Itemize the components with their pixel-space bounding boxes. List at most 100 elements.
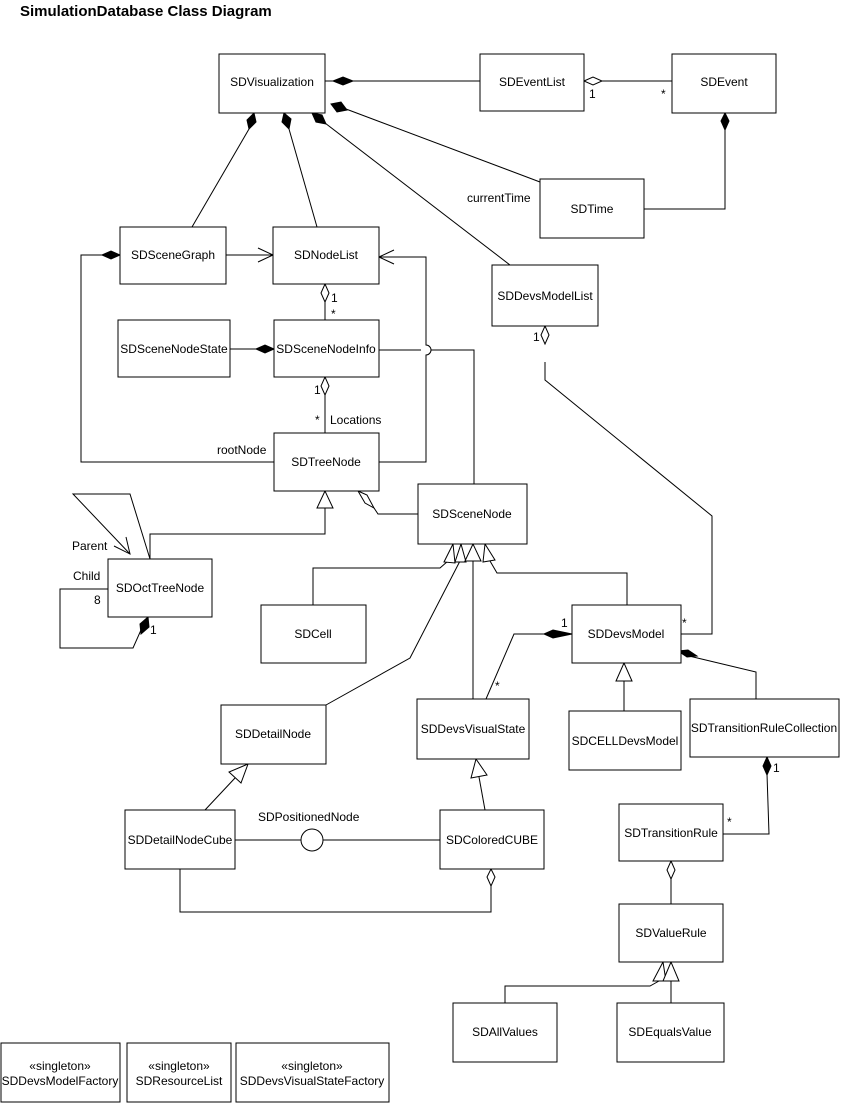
edge-detailnode-scenenode	[325, 560, 461, 706]
class-sdeventlist[interactable]: SDEventList	[479, 53, 585, 112]
class-sdresourcelist[interactable]: «singleton» SDResourceList	[126, 1042, 232, 1103]
aggregation-diamond-icon	[320, 282, 330, 304]
class-sdtime[interactable]: SDTime	[539, 178, 645, 239]
diagram-title: SimulationDatabase Class Diagram	[20, 3, 272, 20]
inheritance-triangle-icon	[482, 542, 496, 563]
multiplicity-label: *	[331, 307, 336, 321]
interface-circle-icon	[300, 828, 324, 852]
inheritance-triangle-icon	[228, 763, 249, 784]
class-name: SDNodeList	[294, 248, 359, 262]
edge-nodeinfo-scenenode	[379, 349, 475, 484]
composition-diamond-icon	[720, 111, 730, 132]
composition-diamond-icon	[139, 615, 150, 636]
inheritance-triangle-icon	[316, 489, 334, 509]
aggregation-diamond-icon	[356, 489, 376, 510]
edge-rulecoll-devsmodel	[688, 655, 757, 699]
class-name: SDEvent	[700, 75, 748, 89]
composition-diamond-icon	[100, 250, 122, 260]
aggregation-diamond-icon	[582, 76, 604, 86]
composition-diamond-icon	[676, 649, 699, 658]
class-name: SDSceneNode	[432, 507, 512, 521]
multiplicity-label: *	[495, 679, 500, 693]
inheritance-triangle-icon	[470, 757, 488, 779]
class-name: SDResourceList	[136, 1074, 223, 1088]
inheritance-triangle-icon	[662, 960, 680, 982]
class-sdtransitionrule[interactable]: SDTransitionRule	[618, 803, 724, 862]
edge-octtree-parent	[71, 493, 151, 560]
composition-diamond-icon	[542, 629, 573, 639]
edge-cell-scenenode	[312, 560, 449, 605]
class-sddetailnodecube[interactable]: SDDetailNodeCube	[124, 809, 236, 870]
class-sdvisualization[interactable]: SDVisualization	[218, 53, 326, 114]
class-sdequalsvalue[interactable]: SDEqualsValue	[616, 1002, 725, 1063]
class-name: SDCELLDevsModel	[572, 734, 679, 748]
edge-event-time	[644, 130, 726, 210]
class-sdtransitionrulecollection[interactable]: SDTransitionRuleCollection	[689, 698, 840, 758]
multiplicity-label: 1	[773, 761, 780, 775]
edge-rulecoll-rule	[723, 773, 770, 835]
interface-label: SDPositionedNode	[258, 810, 360, 824]
composition-diamond-icon	[330, 101, 348, 113]
edge-detailcube-coloredcube	[179, 869, 492, 913]
class-sdscenenodeinfo[interactable]: SDSceneNodeInfo	[273, 319, 380, 378]
class-sddevsmodelfactory[interactable]: «singleton» SDDevsModelFactory	[0, 1042, 121, 1103]
edge-devsmodellist-devsmodel	[544, 362, 713, 635]
class-sddevsvisualstate[interactable]: SDDevsVisualState	[416, 698, 530, 760]
class-name: SDDetailNodeCube	[128, 833, 233, 847]
multiplicity-label: 8	[94, 593, 101, 607]
aggregation-diamond-icon	[486, 867, 496, 888]
class-sdevent[interactable]: SDEvent	[671, 53, 777, 114]
edge-visualstate-devsmodel	[485, 633, 544, 700]
edge-visualization-devsmodellist	[324, 122, 511, 266]
edge-treenode-scenegraph	[80, 254, 274, 463]
inheritance-triangle-icon	[464, 542, 482, 562]
class-sdscenenodestate[interactable]: SDSceneNodeState	[117, 319, 231, 378]
inheritance-triangle-icon	[454, 542, 467, 563]
class-name: SDValueRule	[635, 926, 706, 940]
edge-detailcube-detailnode	[204, 777, 236, 811]
edge-treenode-nodelist	[379, 256, 432, 463]
aggregation-diamond-icon	[540, 324, 550, 346]
class-name: SDDetailNode	[235, 727, 311, 741]
class-sdscenegraph[interactable]: SDSceneGraph	[119, 226, 227, 285]
multiplicity-label: *	[682, 616, 687, 630]
class-name: SDAllValues	[472, 1025, 538, 1039]
class-sdnodelist[interactable]: SDNodeList	[272, 226, 380, 285]
aggregation-diamond-icon	[320, 375, 330, 397]
multiplicity-label: 1	[561, 616, 568, 630]
class-name: SDColoredCUBE	[446, 833, 538, 847]
class-sdocttreenode[interactable]: SDOctTreeNode	[107, 558, 213, 618]
class-name: SDDevsModelList	[497, 289, 593, 303]
class-sddevsmodellist[interactable]: SDDevsModelList	[491, 264, 599, 327]
class-sddetailnode[interactable]: SDDetailNode	[220, 704, 327, 765]
arrowhead-icon	[113, 536, 131, 555]
class-name: SDVisualization	[230, 75, 314, 89]
inheritance-triangle-icon	[615, 661, 633, 682]
class-sdscenenode[interactable]: SDSceneNode	[417, 483, 528, 545]
stereotype-label: «singleton»	[29, 1059, 91, 1073]
inheritance-triangle-icon	[652, 960, 667, 982]
class-sddevsmodel[interactable]: SDDevsModel	[571, 604, 682, 664]
role-label: Parent	[72, 539, 108, 553]
class-sdtreenode[interactable]: SDTreeNode	[273, 432, 380, 492]
class-sdallvalues[interactable]: SDAllValues	[452, 1002, 558, 1063]
multiplicity-label: *	[315, 413, 320, 427]
class-sdvaluerule[interactable]: SDValueRule	[618, 903, 724, 963]
multiplicity-label: *	[661, 87, 666, 101]
class-sdcelldevsmodel[interactable]: SDCELLDevsModel	[568, 710, 682, 771]
class-sdcoloredcube[interactable]: SDColoredCUBE	[439, 809, 545, 870]
multiplicity-label: 1	[314, 383, 321, 397]
multiplicity-label: 1	[331, 291, 338, 305]
class-sddevsvisualstatefactory[interactable]: «singleton» SDDevsVisualStateFactory	[235, 1042, 390, 1103]
composition-diamond-icon	[762, 755, 772, 777]
role-label: Child	[73, 569, 100, 583]
class-name: SDSceneGraph	[131, 248, 215, 262]
class-name: SDEqualsValue	[628, 1025, 711, 1039]
class-name: SDTime	[571, 202, 614, 216]
edge-octtreenode-treenode	[149, 508, 326, 559]
class-sdcell[interactable]: SDCell	[260, 604, 367, 664]
stereotype-label: «singleton»	[281, 1059, 343, 1073]
multiplicity-label: *	[727, 815, 732, 829]
aggregation-diamond-icon	[666, 859, 676, 881]
role-label: currentTime	[467, 191, 531, 205]
